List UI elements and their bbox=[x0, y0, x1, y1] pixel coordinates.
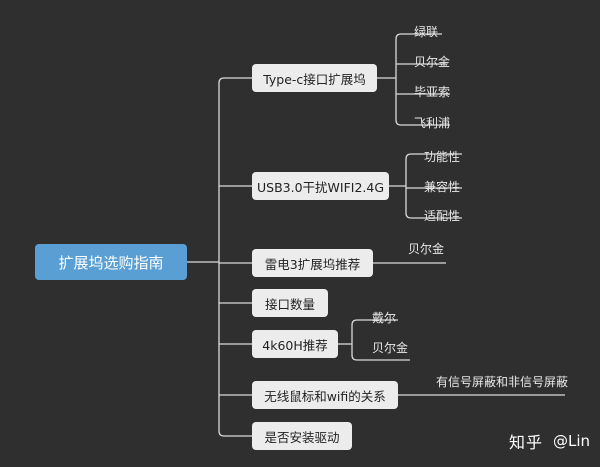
leaf-dell[interactable]: 戴尔 bbox=[372, 310, 397, 325]
connector-line bbox=[395, 78, 450, 126]
leaf-adaptability[interactable]: 适配性 bbox=[424, 208, 461, 223]
branch-port-count[interactable]: 接口数量 bbox=[252, 289, 328, 317]
connector-line bbox=[351, 344, 410, 361]
branch-driver-install[interactable]: 是否安装驱动 bbox=[252, 422, 352, 450]
connector-line bbox=[405, 186, 462, 219]
leaf-ugreen[interactable]: 绿联 bbox=[414, 24, 439, 39]
root-topic[interactable]: 扩展坞选购指南 bbox=[35, 244, 187, 280]
connector-line bbox=[218, 262, 252, 437]
branch-typec-dock[interactable]: Type-c接口扩展坞 bbox=[252, 64, 377, 92]
leaf-compatibility[interactable]: 兼容性 bbox=[424, 179, 461, 194]
connector-line bbox=[395, 33, 442, 78]
watermark: 知乎 @Lin bbox=[509, 429, 590, 453]
author-handle: @Lin bbox=[552, 432, 590, 450]
leaf-philips[interactable]: 飞利浦 bbox=[414, 115, 451, 130]
branch-thunderbolt3-dock[interactable]: 雷电3扩展坞推荐 bbox=[252, 249, 373, 277]
leaf-biyasuo[interactable]: 毕亚索 bbox=[414, 84, 451, 99]
leaf-belkin-4k[interactable]: 贝尔金 bbox=[372, 340, 409, 355]
connector-line bbox=[218, 77, 252, 262]
branch-usb3-wifi-interference[interactable]: USB3.0干扰WIFI2.4G bbox=[252, 172, 389, 200]
branch-4k60-recommend[interactable]: 4k60H推荐 bbox=[252, 330, 338, 358]
leaf-belkin[interactable]: 贝尔金 bbox=[414, 54, 451, 69]
connector-line bbox=[405, 153, 462, 186]
connector-line bbox=[351, 319, 398, 344]
leaf-belkin-tb3[interactable]: 贝尔金 bbox=[408, 241, 445, 256]
leaf-signal-shielding[interactable]: 有信号屏蔽和非信号屏蔽 bbox=[436, 374, 569, 389]
branch-wireless-mouse-wifi[interactable]: 无线鼠标和wifi的关系 bbox=[252, 381, 398, 409]
leaf-functionality[interactable]: 功能性 bbox=[424, 149, 461, 164]
zhihu-logo: 知乎 bbox=[508, 433, 543, 452]
